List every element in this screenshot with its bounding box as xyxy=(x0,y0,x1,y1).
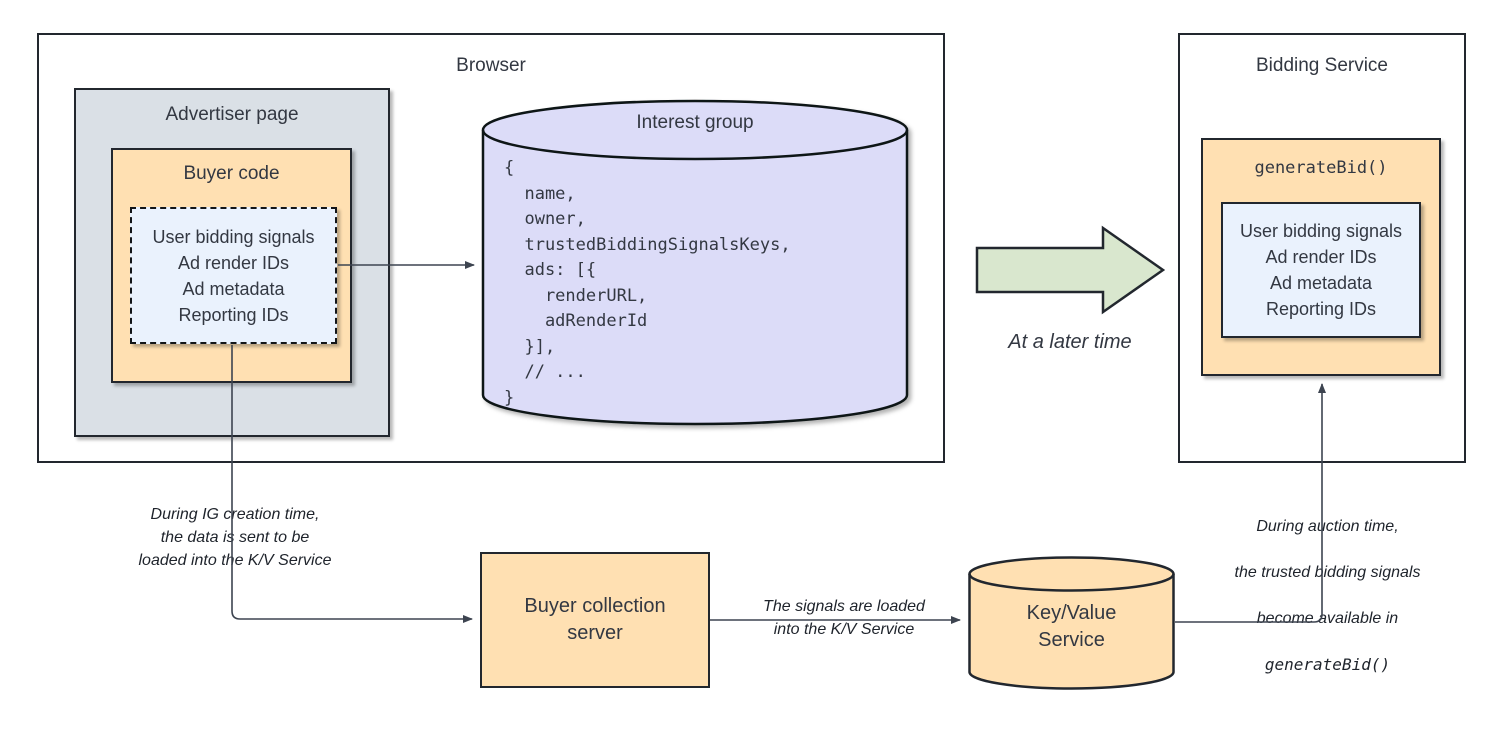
at-a-later-time-label: At a later time xyxy=(1008,331,1132,353)
at-a-later-time-arrow xyxy=(975,225,1166,315)
caption-auction-line-4: generateBid() xyxy=(1264,655,1391,674)
signal-line: Ad metadata xyxy=(182,278,285,299)
browser-title: Browser xyxy=(456,55,526,76)
advertiser-page-title: Advertiser page xyxy=(165,104,299,125)
buyer-collection-server-label: Buyer collection server xyxy=(524,595,666,644)
signal-line: User bidding signals xyxy=(152,226,315,247)
bidding-service-title: Bidding Service xyxy=(1255,55,1389,76)
signal-line: User bidding signals xyxy=(1239,221,1403,241)
key-value-service-label: Key/Value Service xyxy=(1026,602,1117,651)
caption-auction-line-2: the trusted bidding signals xyxy=(1234,564,1421,581)
interest-group-code: { name, owner, trustedBiddingSignalsKeys… xyxy=(504,158,791,408)
caption-signals-loaded: The signals are loaded into the K/V Serv… xyxy=(763,598,925,638)
generate-bid-title: generateBid() xyxy=(1254,158,1388,178)
interest-group-title: Interest group xyxy=(636,112,754,133)
buyer-collection-server-box: Buyer collection server xyxy=(480,552,710,688)
caption-auction-time: During auction time, the trusted bidding… xyxy=(1215,492,1440,699)
interest-group-cylinder: Interest group { name, owner, trustedBid… xyxy=(481,99,909,426)
block-arrow-icon xyxy=(975,225,1166,315)
caption-auction-line-3: become available in xyxy=(1256,610,1399,627)
signal-line: Reporting IDs xyxy=(1265,299,1377,319)
cylinder-shape xyxy=(481,99,909,426)
key-value-service-cylinder: Key/Value Service xyxy=(968,556,1175,690)
bidding-signals-box: User bidding signals Ad render IDs Ad me… xyxy=(1221,202,1421,338)
cylinder-shape xyxy=(968,556,1175,690)
signal-line: Ad render IDs xyxy=(1265,247,1377,267)
caption-ig-creation: During IG creation time, the data is sen… xyxy=(138,506,332,569)
signal-line: Reporting IDs xyxy=(178,304,289,325)
buyer-code-signals-box: User bidding signals Ad render IDs Ad me… xyxy=(130,207,337,344)
buyer-code-title: Buyer code xyxy=(183,163,280,184)
caption-auction-line-1: During auction time, xyxy=(1256,518,1399,535)
signal-line: Ad render IDs xyxy=(177,252,290,273)
signal-line: Ad metadata xyxy=(1269,273,1373,293)
